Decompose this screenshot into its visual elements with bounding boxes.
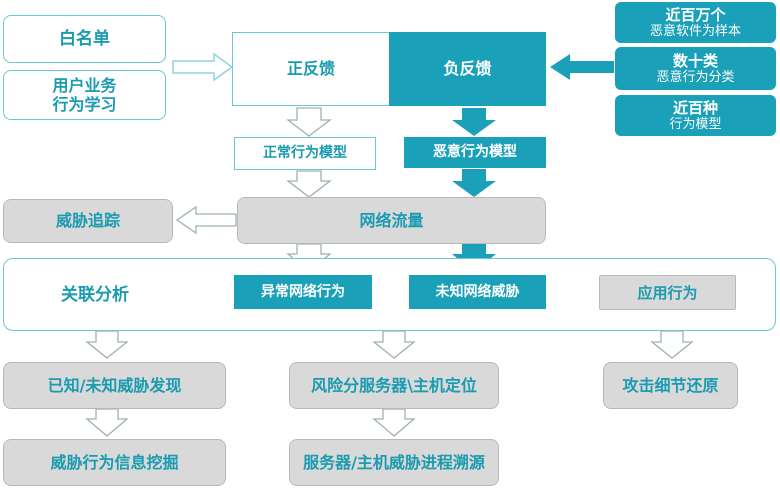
sample-box-3: 近百种 行为模型 bbox=[615, 95, 776, 136]
whitelist-box: 白名单 bbox=[3, 15, 166, 63]
user-behavior-learning-box: 用户业务 行为学习 bbox=[3, 70, 166, 120]
arrow-inputs-to-feedback bbox=[172, 52, 234, 82]
arrow-positive-to-normal bbox=[286, 107, 332, 137]
arrow-locate-to-trace bbox=[372, 408, 416, 437]
server-trace-label: 服务器/主机威胁进程溯源 bbox=[303, 452, 485, 472]
arrow-traffic-to-tracking bbox=[175, 205, 237, 235]
threat-info-mining-box: 威胁行为信息挖掘 bbox=[3, 439, 226, 486]
negative-feedback-box: 负反馈 bbox=[389, 32, 546, 106]
known-unknown-threat-label: 已知/未知威胁发现 bbox=[47, 375, 182, 395]
malicious-model-label: 恶意行为模型 bbox=[433, 144, 517, 161]
sample-box-2: 数十类 恶意行为分类 bbox=[615, 47, 776, 90]
arrow-negative-to-malicious bbox=[452, 108, 496, 136]
sample-box-1: 近百万个 恶意软件为样本 bbox=[615, 2, 776, 43]
attack-restore-label: 攻击细节还原 bbox=[622, 375, 719, 395]
app-behavior-box: 应用行为 bbox=[599, 275, 736, 310]
normal-model-label: 正常行为模型 bbox=[263, 145, 347, 162]
arrow-correlation-to-right-output bbox=[650, 330, 694, 359]
whitelist-label: 白名单 bbox=[59, 28, 110, 49]
known-unknown-threat-discovery-box: 已知/未知威胁发现 bbox=[3, 362, 226, 409]
arrow-samples-to-negative bbox=[550, 54, 614, 80]
user-behavior-label-line1: 用户业务 bbox=[52, 75, 117, 95]
malicious-behavior-model-box: 恶意行为模型 bbox=[404, 137, 546, 168]
threat-info-mining-label: 威胁行为信息挖掘 bbox=[50, 452, 179, 472]
risk-server-locate-label: 风险分服务器\主机定位 bbox=[311, 375, 477, 395]
server-threat-process-trace-box: 服务器/主机威胁进程溯源 bbox=[289, 439, 499, 486]
sample-3-subtitle: 行为模型 bbox=[669, 116, 722, 132]
user-behavior-label-line2: 行为学习 bbox=[52, 95, 117, 114]
network-traffic-label: 网络流量 bbox=[359, 210, 424, 230]
sample-2-title: 数十类 bbox=[672, 51, 718, 70]
arrow-correlation-to-left-output bbox=[85, 330, 129, 359]
unknown-network-threat-box: 未知网络威胁 bbox=[409, 275, 546, 309]
arrow-malicious-to-traffic bbox=[452, 169, 496, 197]
attack-detail-restore-box: 攻击细节还原 bbox=[603, 362, 738, 409]
normal-behavior-model-box: 正常行为模型 bbox=[234, 137, 376, 170]
sample-3-title: 近百种 bbox=[672, 98, 718, 117]
threat-tracking-label: 威胁追踪 bbox=[55, 211, 120, 231]
app-behavior-label: 应用行为 bbox=[637, 283, 698, 302]
anomalous-behavior-label: 异常网络行为 bbox=[261, 283, 345, 300]
anomalous-network-behavior-box: 异常网络行为 bbox=[234, 275, 372, 309]
correlation-analysis-label: 关联分析 bbox=[40, 280, 150, 310]
threat-tracking-box: 威胁追踪 bbox=[3, 199, 173, 243]
correlation-label-text: 关联分析 bbox=[61, 284, 129, 305]
positive-feedback-box: 正反馈 bbox=[232, 32, 390, 106]
sample-2-subtitle: 恶意行为分类 bbox=[656, 69, 735, 85]
sample-1-title: 近百万个 bbox=[665, 5, 726, 24]
unknown-threat-label: 未知网络威胁 bbox=[435, 283, 520, 300]
network-traffic-box: 网络流量 bbox=[237, 197, 546, 244]
risk-server-locate-box: 风险分服务器\主机定位 bbox=[289, 362, 499, 409]
sample-1-subtitle: 恶意软件为样本 bbox=[649, 23, 741, 39]
arrow-correlation-to-mid-output bbox=[372, 330, 416, 359]
positive-feedback-label: 正反馈 bbox=[286, 59, 335, 79]
negative-feedback-label: 负反馈 bbox=[443, 59, 492, 79]
arrow-normal-to-traffic bbox=[286, 170, 332, 198]
arrow-known-to-mining bbox=[85, 408, 129, 437]
